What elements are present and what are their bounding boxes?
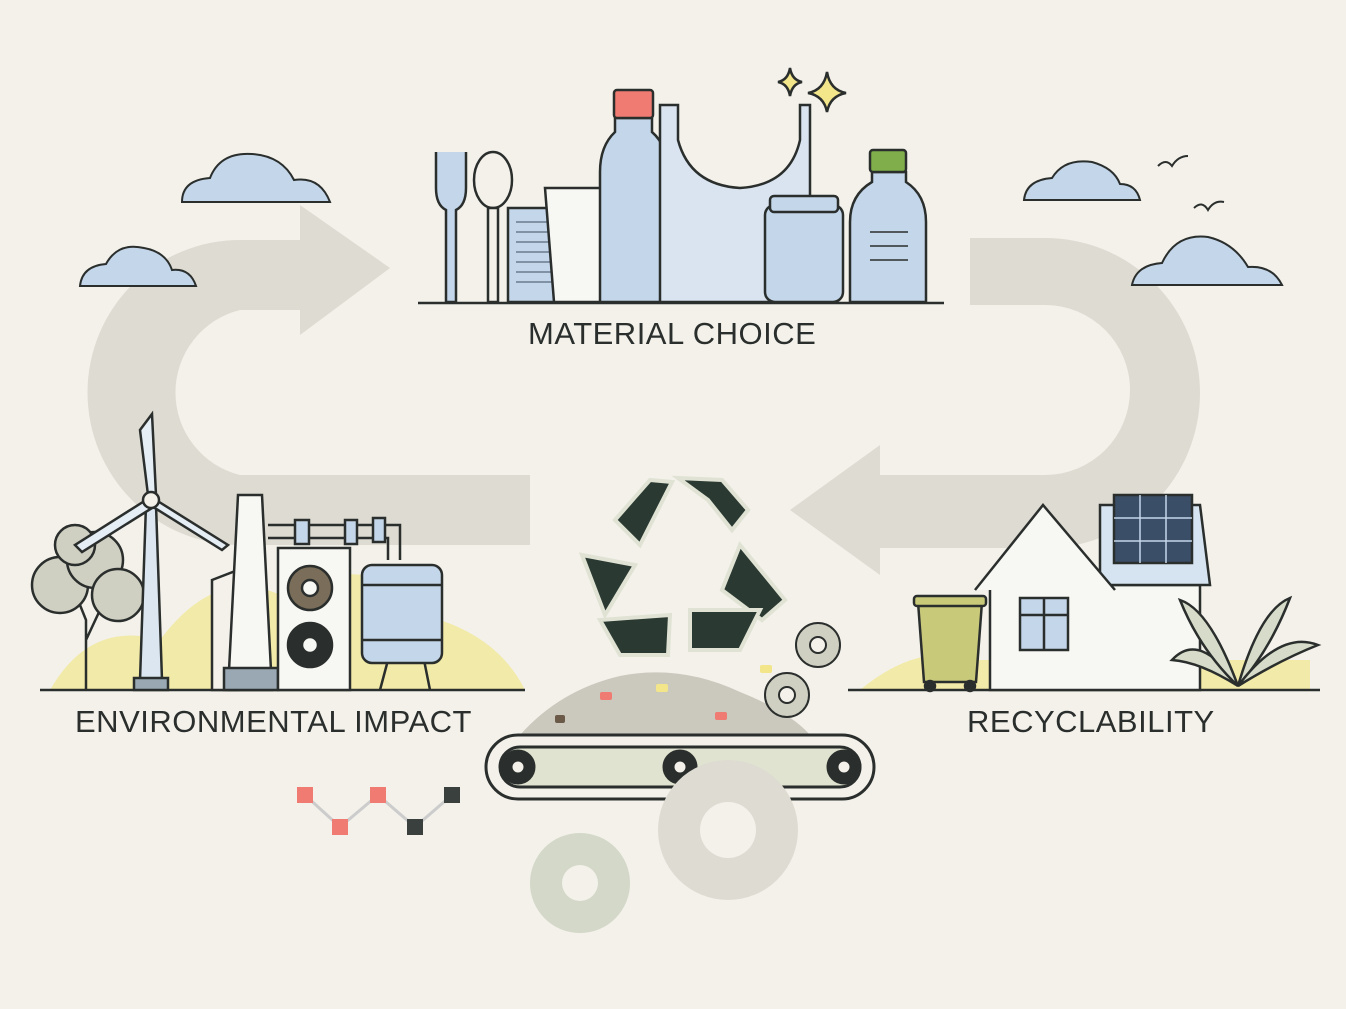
house-icon [974,503,1212,692]
cloud-icon [1130,235,1284,286]
cycle-arrow-right [790,238,1200,575]
waste-pile [520,672,810,735]
solar-panel-icon [1112,493,1194,565]
spoon-icon [472,150,514,304]
gear-icon [764,622,841,718]
plant-icon [1169,595,1322,688]
waste-bin-icon [912,594,988,693]
gear-icon [286,564,334,612]
cloud-icon [180,152,332,203]
plastic-bottle-icon [848,148,928,304]
recycle-icon [578,475,788,657]
environmental-impact-label: ENVIRONMENTAL IMPACT [75,704,472,739]
gear-icon [658,760,798,900]
cloud-icon [78,245,198,287]
node-line-decoration [297,787,460,835]
material-choice-group [418,67,944,305]
storage-tank-icon [360,563,444,691]
recyclability-group [848,493,1322,693]
plastic-bottle-icon [598,88,670,304]
factory-icon [210,493,402,692]
recyclability-label: RECYCLABILITY [967,704,1215,739]
cycle-arrows [87,205,1200,575]
wind-turbine-icon [73,410,231,692]
material-choice-label: MATERIAL CHOICE [528,316,817,351]
bird-icon [1193,200,1225,212]
birds [1157,155,1225,212]
sparkle-icon [807,71,847,113]
gear-icon [530,833,630,933]
conveyor-group [484,622,876,801]
gear-icon [286,621,334,669]
cloud-icon [1022,160,1142,201]
glass-jar-icon [763,194,845,304]
waste-particles [555,665,772,723]
clouds [78,152,1284,287]
environmental-impact-group [30,410,525,692]
sparkle-icon [777,67,803,97]
fork-icon [434,152,468,304]
bird-icon [1157,155,1189,168]
cycle-arrow-left [87,205,531,545]
